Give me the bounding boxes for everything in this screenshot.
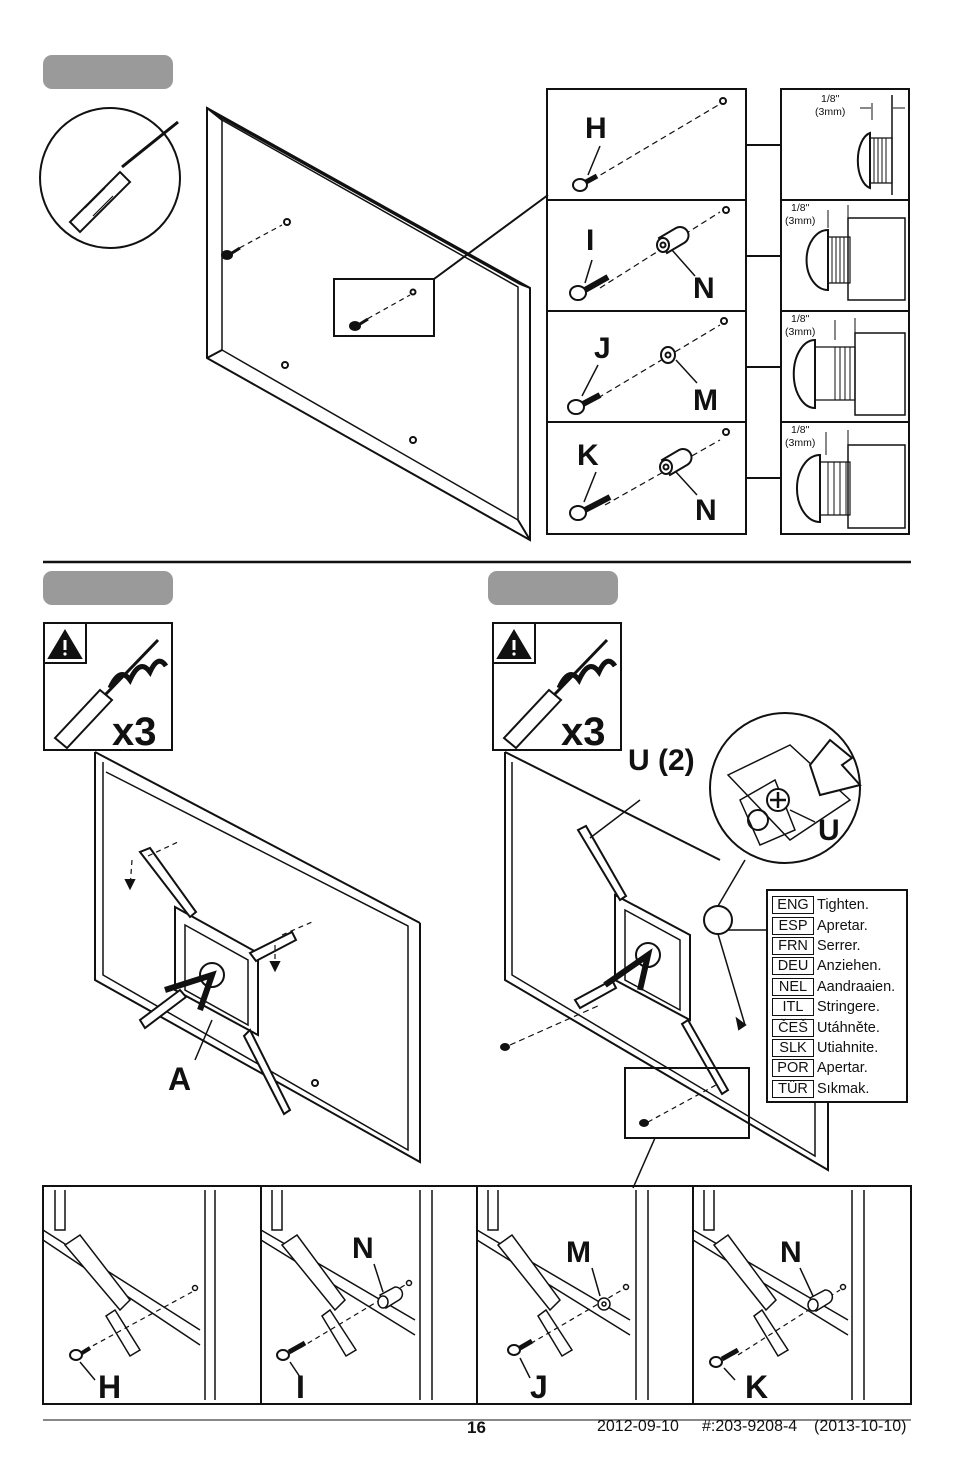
- language-code: ESP: [772, 916, 814, 935]
- step-1-pill: [43, 55, 173, 89]
- language-text: Apertar.: [817, 1060, 868, 1077]
- label-i: I: [586, 224, 594, 257]
- dim-1-metric: (3mm): [815, 106, 845, 118]
- language-code: NEL: [772, 977, 814, 996]
- dim-4-value: 1/8": [791, 424, 810, 436]
- label-h: H: [585, 112, 607, 145]
- dim-2-value: 1/8": [791, 202, 810, 214]
- language-code: ITL: [772, 998, 814, 1017]
- clearance-detail-boxes: [780, 88, 910, 535]
- language-code: ČEŠ: [772, 1018, 814, 1037]
- bottom-panels: [42, 1185, 912, 1405]
- step-2-pill: [43, 571, 173, 605]
- tv-with-bracket-right: [500, 751, 829, 1189]
- language-code: POR: [772, 1059, 814, 1078]
- language-code: SLK: [772, 1038, 814, 1057]
- language-text: Sıkmak.: [817, 1080, 870, 1097]
- dim-3-value: 1/8": [791, 313, 810, 325]
- bottom-panel-2-drawing: [260, 1190, 433, 1400]
- bottom-panel-4-drawing: [692, 1190, 865, 1400]
- bottom-label-h: H: [98, 1369, 121, 1405]
- language-text: Tighten.: [817, 897, 869, 914]
- label-u: U: [818, 814, 840, 847]
- bottom-panel-3-drawing: [476, 1190, 649, 1400]
- language-text: Aandraaien.: [817, 978, 896, 995]
- language-text: Serrer.: [817, 937, 861, 954]
- tv-back-panel: [206, 106, 549, 542]
- warning-screwdriver-panel-3: [492, 622, 622, 751]
- quantity-x3-step3: x3: [561, 710, 606, 754]
- dim-4-metric: (3mm): [785, 437, 815, 449]
- bottom-label-n-2: N: [780, 1236, 802, 1269]
- bottom-label-n-1: N: [352, 1232, 374, 1265]
- screwdriver-icon: [39, 107, 181, 249]
- language-text: Anziehen.: [817, 958, 882, 975]
- language-code: DEU: [772, 957, 814, 976]
- language-text: Utiahnite.: [817, 1039, 879, 1056]
- bottom-label-k: K: [745, 1369, 768, 1405]
- language-text: Apretar.: [817, 917, 868, 934]
- detail-connectors: [746, 144, 781, 479]
- dim-1-value: 1/8": [821, 93, 840, 105]
- label-n-2: N: [695, 494, 717, 527]
- label-j: J: [594, 332, 611, 365]
- footer-date: 2012-09-10: [597, 1418, 679, 1435]
- quantity-x3-step2: x3: [112, 710, 157, 754]
- bottom-label-j: J: [530, 1369, 548, 1405]
- language-code: FRN: [772, 936, 814, 955]
- hardware-boxes: [546, 88, 747, 535]
- dim-3-metric: (3mm): [785, 326, 815, 338]
- bottom-panel-1-drawing: [42, 1190, 216, 1400]
- bottom-label-i: I: [296, 1369, 305, 1405]
- footer-doc-number: #:203-9208-4: [702, 1418, 798, 1435]
- footer-revision: (2013-10-10): [814, 1418, 907, 1435]
- language-text: Utáhněte.: [817, 1019, 880, 1036]
- bottom-label-m: M: [566, 1236, 591, 1269]
- label-k: K: [577, 439, 599, 472]
- step-3-pill: [488, 571, 618, 605]
- page-number: 16: [467, 1418, 486, 1437]
- language-text: Stringere.: [817, 999, 880, 1016]
- label-n-1: N: [693, 272, 715, 305]
- label-a: A: [168, 1061, 191, 1097]
- tv-with-bracket-left: [94, 751, 421, 1164]
- warning-screwdriver-panel-2: [43, 622, 173, 751]
- label-u-2: U (2): [628, 744, 695, 777]
- language-code: ENG: [772, 896, 814, 915]
- language-code: TÜR: [772, 1079, 814, 1098]
- label-m: M: [693, 384, 718, 417]
- dim-2-metric: (3mm): [785, 215, 815, 227]
- detail-circle-u: [709, 712, 862, 864]
